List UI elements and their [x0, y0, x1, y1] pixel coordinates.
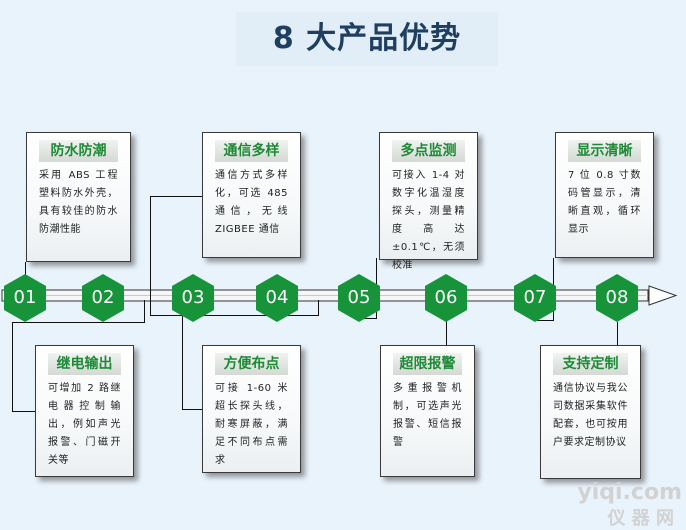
feature-card-title: 多点监测 [392, 140, 465, 162]
timeline-arrow [648, 285, 678, 306]
node-hexagon [256, 274, 298, 322]
connector-02 [12, 411, 36, 412]
feature-card: 多点监测可接入 1-4 对数字化温湿度探头，测量精度高达±0.1℃，无须校准 [379, 132, 478, 271]
feature-card-title: 方便布点 [215, 353, 288, 375]
feature-card: 防水防潮采用 ABS 工程塑料防水外壳，具有较佳的防水防潮性能 [26, 132, 131, 262]
feature-card-title: 通信多样 [215, 140, 288, 162]
node-hexagon [82, 274, 124, 322]
node-label: 04 [265, 287, 289, 308]
node-hexagon [172, 274, 214, 322]
connector-07 [535, 320, 554, 321]
feature-card-description: 采用 ABS 工程塑料防水外壳，具有较佳的防水防潮性能 [39, 170, 118, 235]
feature-card-description: 可接 1-60 米超长探头线，耐寒屏蔽，满足不同布点需求 [215, 383, 288, 466]
connector-08 [617, 322, 618, 345]
feature-card-title: 继电输出 [48, 353, 121, 375]
node-hexagon [338, 274, 380, 322]
node-label: 05 [347, 287, 371, 308]
feature-card-description: 通信协议与我公司数据采集软件配套，也可按用户要求定制协议 [553, 383, 628, 448]
feature-card-title: 超限报警 [393, 353, 462, 375]
node-label: 02 [91, 287, 115, 308]
feature-card-description: 多重报警机制，可选声光报警、短信报警 [393, 383, 462, 448]
connector-03 [150, 196, 151, 316]
connector-02 [12, 322, 13, 412]
feature-card: 方便布点可接 1-60 米超长探头线，耐寒屏蔽，满足不同布点需求 [202, 345, 301, 473]
feature-card: 显示清晰 7 位 0.8 寸数码管显示，清晰直观，循环显示 [555, 132, 654, 258]
node-hexagon [4, 274, 46, 322]
feature-card: 通信多样通信方式多样化，可选 485 通信，无线 ZIGBEE 通信 [202, 132, 301, 258]
node-label: 06 [434, 287, 458, 308]
connector-06 [446, 320, 447, 345]
feature-card: 超限报警多重报警机制，可选声光报警、短信报警 [380, 345, 475, 477]
page-title: 8 大产品优势 [236, 12, 498, 66]
connector-05 [376, 258, 377, 290]
node-label: 03 [181, 287, 205, 308]
node-hexagon [425, 274, 467, 322]
watermark-text-cn: 仪 器 网 [607, 508, 674, 529]
watermark-text: yiqi.com [577, 480, 682, 505]
feature-card-title: 支持定制 [553, 353, 628, 375]
feature-card-description: 可增加 2 路继电器控制输出，例如声光报警、门磁开关等 [48, 383, 121, 466]
node-label: 08 [605, 287, 629, 308]
node-label: 07 [523, 287, 547, 308]
connector-04 [318, 300, 319, 316]
feature-card-title: 显示清晰 [568, 140, 641, 162]
connector-02 [144, 300, 145, 323]
feature-card-title: 防水防潮 [39, 140, 118, 162]
node-hexagon [596, 274, 638, 322]
node-hexagon [514, 274, 556, 322]
feature-card-description: 可接入 1-4 对数字化温湿度探头，测量精度高达±0.1℃，无须校准 [392, 170, 465, 271]
connector-04 [182, 315, 183, 410]
feature-card: 支持定制通信协议与我公司数据采集软件配套，也可按用户要求定制协议 [540, 345, 641, 479]
feature-card-description: 7 位 0.8 寸数码管显示，清晰直观，循环显示 [568, 170, 641, 235]
node-label: 01 [13, 287, 37, 308]
connector-03 [150, 315, 190, 316]
connector-04 [182, 315, 318, 316]
feature-card: 继电输出可增加 2 路继电器控制输出，例如声光报警、门磁开关等 [35, 345, 134, 477]
connector-04 [182, 409, 202, 410]
feature-card-description: 通信方式多样化，可选 485 通信，无线 ZIGBEE 通信 [215, 170, 288, 235]
connector-02 [12, 322, 144, 323]
connector-03 [150, 196, 203, 197]
connector-05 [359, 318, 377, 319]
connector-07 [553, 258, 554, 290]
